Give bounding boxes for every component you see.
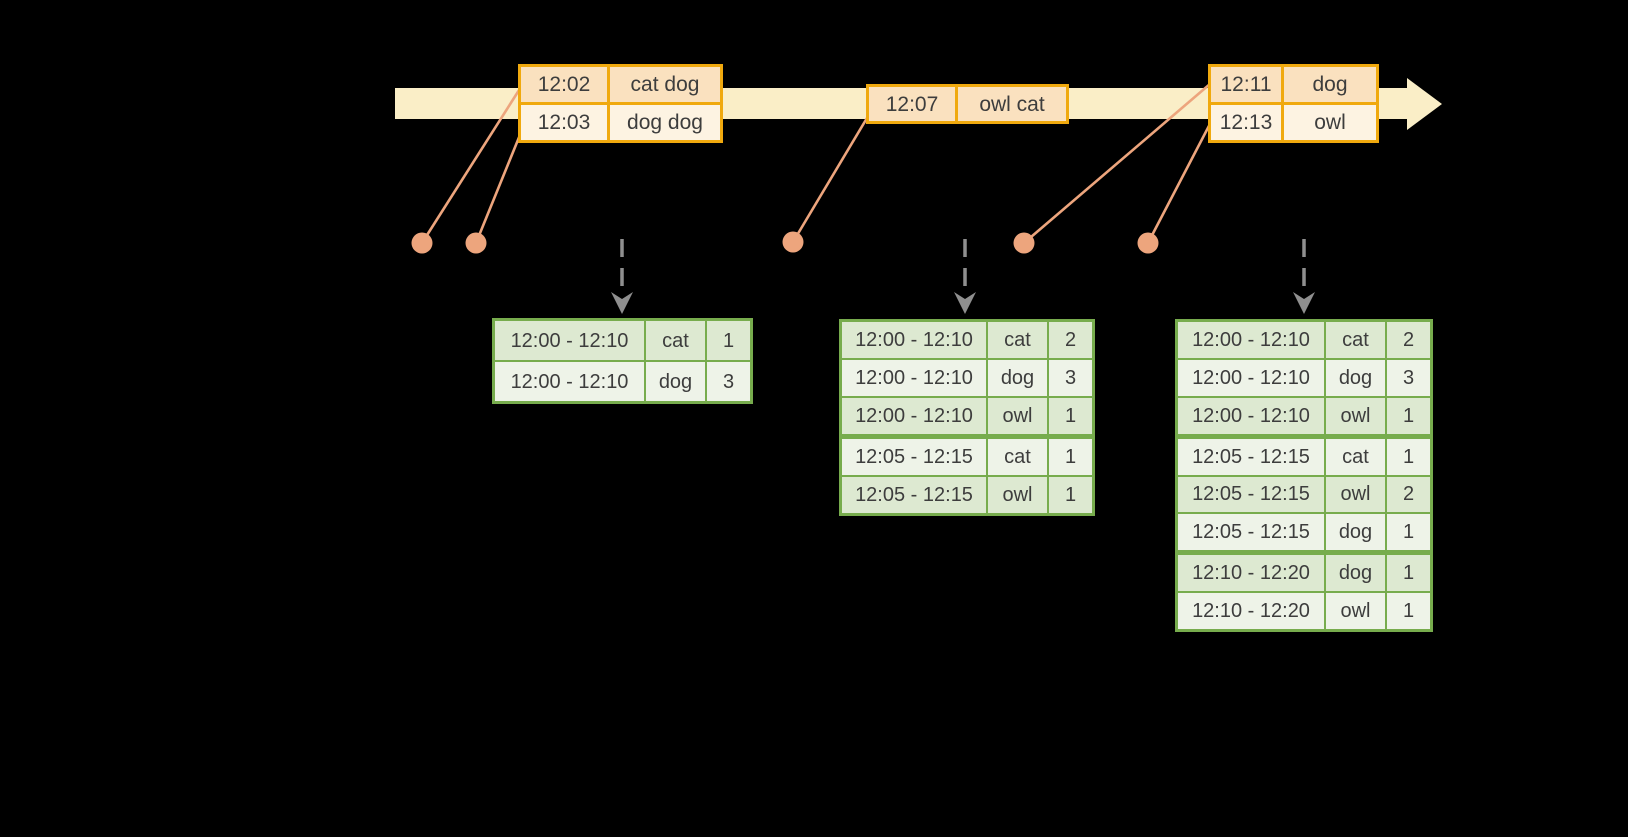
connector-line-event-1213 bbox=[1146, 121, 1213, 244]
window-range-cell: 12:00 - 12:10 bbox=[842, 360, 986, 396]
connector-line-event-1202 bbox=[420, 86, 523, 244]
down-arrowhead-icon bbox=[1293, 292, 1315, 314]
count-cell: 1 bbox=[1387, 555, 1430, 592]
count-cell: 1 bbox=[1387, 514, 1430, 551]
window-range-cell: 12:00 - 12:10 bbox=[495, 362, 644, 401]
word-cell: owl bbox=[1326, 397, 1385, 434]
event-time-cell: 12:11 bbox=[1211, 67, 1281, 102]
window-range-cell: 12:00 - 12:10 bbox=[1178, 322, 1324, 358]
event-words-cell: owl cat bbox=[958, 87, 1066, 121]
event-connector-lines bbox=[420, 83, 1213, 244]
window-range-cell: 12:10 - 12:20 bbox=[1178, 555, 1324, 592]
event-dot-icon bbox=[1013, 232, 1035, 254]
connector-line-event-1203 bbox=[474, 129, 524, 244]
event-dots bbox=[411, 231, 1159, 254]
event-time-cell: 12:07 bbox=[869, 87, 955, 121]
event-dot-icon bbox=[465, 232, 487, 254]
window-range-cell: 12:00 - 12:10 bbox=[842, 322, 986, 358]
event-dot-icon bbox=[782, 231, 804, 253]
connector-line-event-1211 bbox=[1023, 83, 1211, 244]
word-cell: dog bbox=[1326, 555, 1385, 592]
connector-line-event-1207 bbox=[791, 117, 869, 243]
event-words-cell: dog dog bbox=[610, 105, 720, 140]
count-cell: 2 bbox=[1049, 322, 1092, 358]
count-cell: 2 bbox=[1387, 322, 1430, 358]
word-cell: cat bbox=[988, 439, 1047, 475]
stream-timeline-arrowhead-icon bbox=[1407, 78, 1442, 130]
window-range-cell: 12:05 - 12:15 bbox=[842, 439, 986, 475]
word-cell: owl bbox=[988, 398, 1047, 434]
window-range-cell: 12:10 - 12:20 bbox=[1178, 593, 1324, 629]
word-cell: cat bbox=[1326, 438, 1385, 475]
word-cell: cat bbox=[1326, 322, 1385, 358]
count-cell: 3 bbox=[1387, 359, 1430, 396]
count-cell: 1 bbox=[1049, 439, 1092, 475]
window-range-cell: 12:00 - 12:10 bbox=[495, 321, 644, 360]
word-cell: owl bbox=[1326, 476, 1385, 513]
window-range-cell: 12:00 - 12:10 bbox=[842, 398, 986, 434]
word-cell: dog bbox=[1326, 359, 1385, 396]
word-cell: dog bbox=[988, 360, 1047, 396]
down-arrowhead-icon bbox=[611, 292, 633, 314]
count-cell: 1 bbox=[1049, 477, 1092, 513]
event-words-cell: cat dog bbox=[610, 67, 720, 102]
event-time-cell: 12:13 bbox=[1211, 105, 1281, 140]
window-range-cell: 12:05 - 12:15 bbox=[1178, 514, 1324, 551]
count-cell: 1 bbox=[707, 321, 750, 360]
count-cell: 1 bbox=[1387, 593, 1430, 629]
word-cell: dog bbox=[1326, 514, 1385, 551]
word-cell: owl bbox=[988, 477, 1047, 513]
event-words-cell: dog bbox=[1284, 67, 1376, 102]
count-cell: 3 bbox=[1049, 360, 1092, 396]
event-time-cell: 12:02 bbox=[521, 67, 607, 102]
window-range-cell: 12:05 - 12:15 bbox=[1178, 476, 1324, 513]
word-cell: cat bbox=[988, 322, 1047, 358]
trigger-arrowheads bbox=[611, 292, 1315, 314]
word-cell: dog bbox=[646, 362, 705, 401]
event-words-cell: owl bbox=[1284, 105, 1376, 140]
window-range-cell: 12:00 - 12:10 bbox=[1178, 397, 1324, 434]
word-cell: owl bbox=[1326, 593, 1385, 629]
event-time-cell: 12:03 bbox=[521, 105, 607, 140]
window-trigger-arrows bbox=[620, 239, 1306, 296]
window-range-cell: 12:05 - 12:15 bbox=[1178, 438, 1324, 475]
count-cell: 1 bbox=[1387, 438, 1430, 475]
event-dot-icon bbox=[411, 232, 433, 254]
word-cell: cat bbox=[646, 321, 705, 360]
window-range-cell: 12:05 - 12:15 bbox=[842, 477, 986, 513]
down-arrowhead-icon bbox=[954, 292, 976, 314]
window-range-cell: 12:00 - 12:10 bbox=[1178, 359, 1324, 396]
count-cell: 1 bbox=[1049, 398, 1092, 434]
event-dot-icon bbox=[1137, 232, 1159, 254]
count-cell: 2 bbox=[1387, 476, 1430, 513]
count-cell: 3 bbox=[707, 362, 750, 401]
count-cell: 1 bbox=[1387, 397, 1430, 434]
